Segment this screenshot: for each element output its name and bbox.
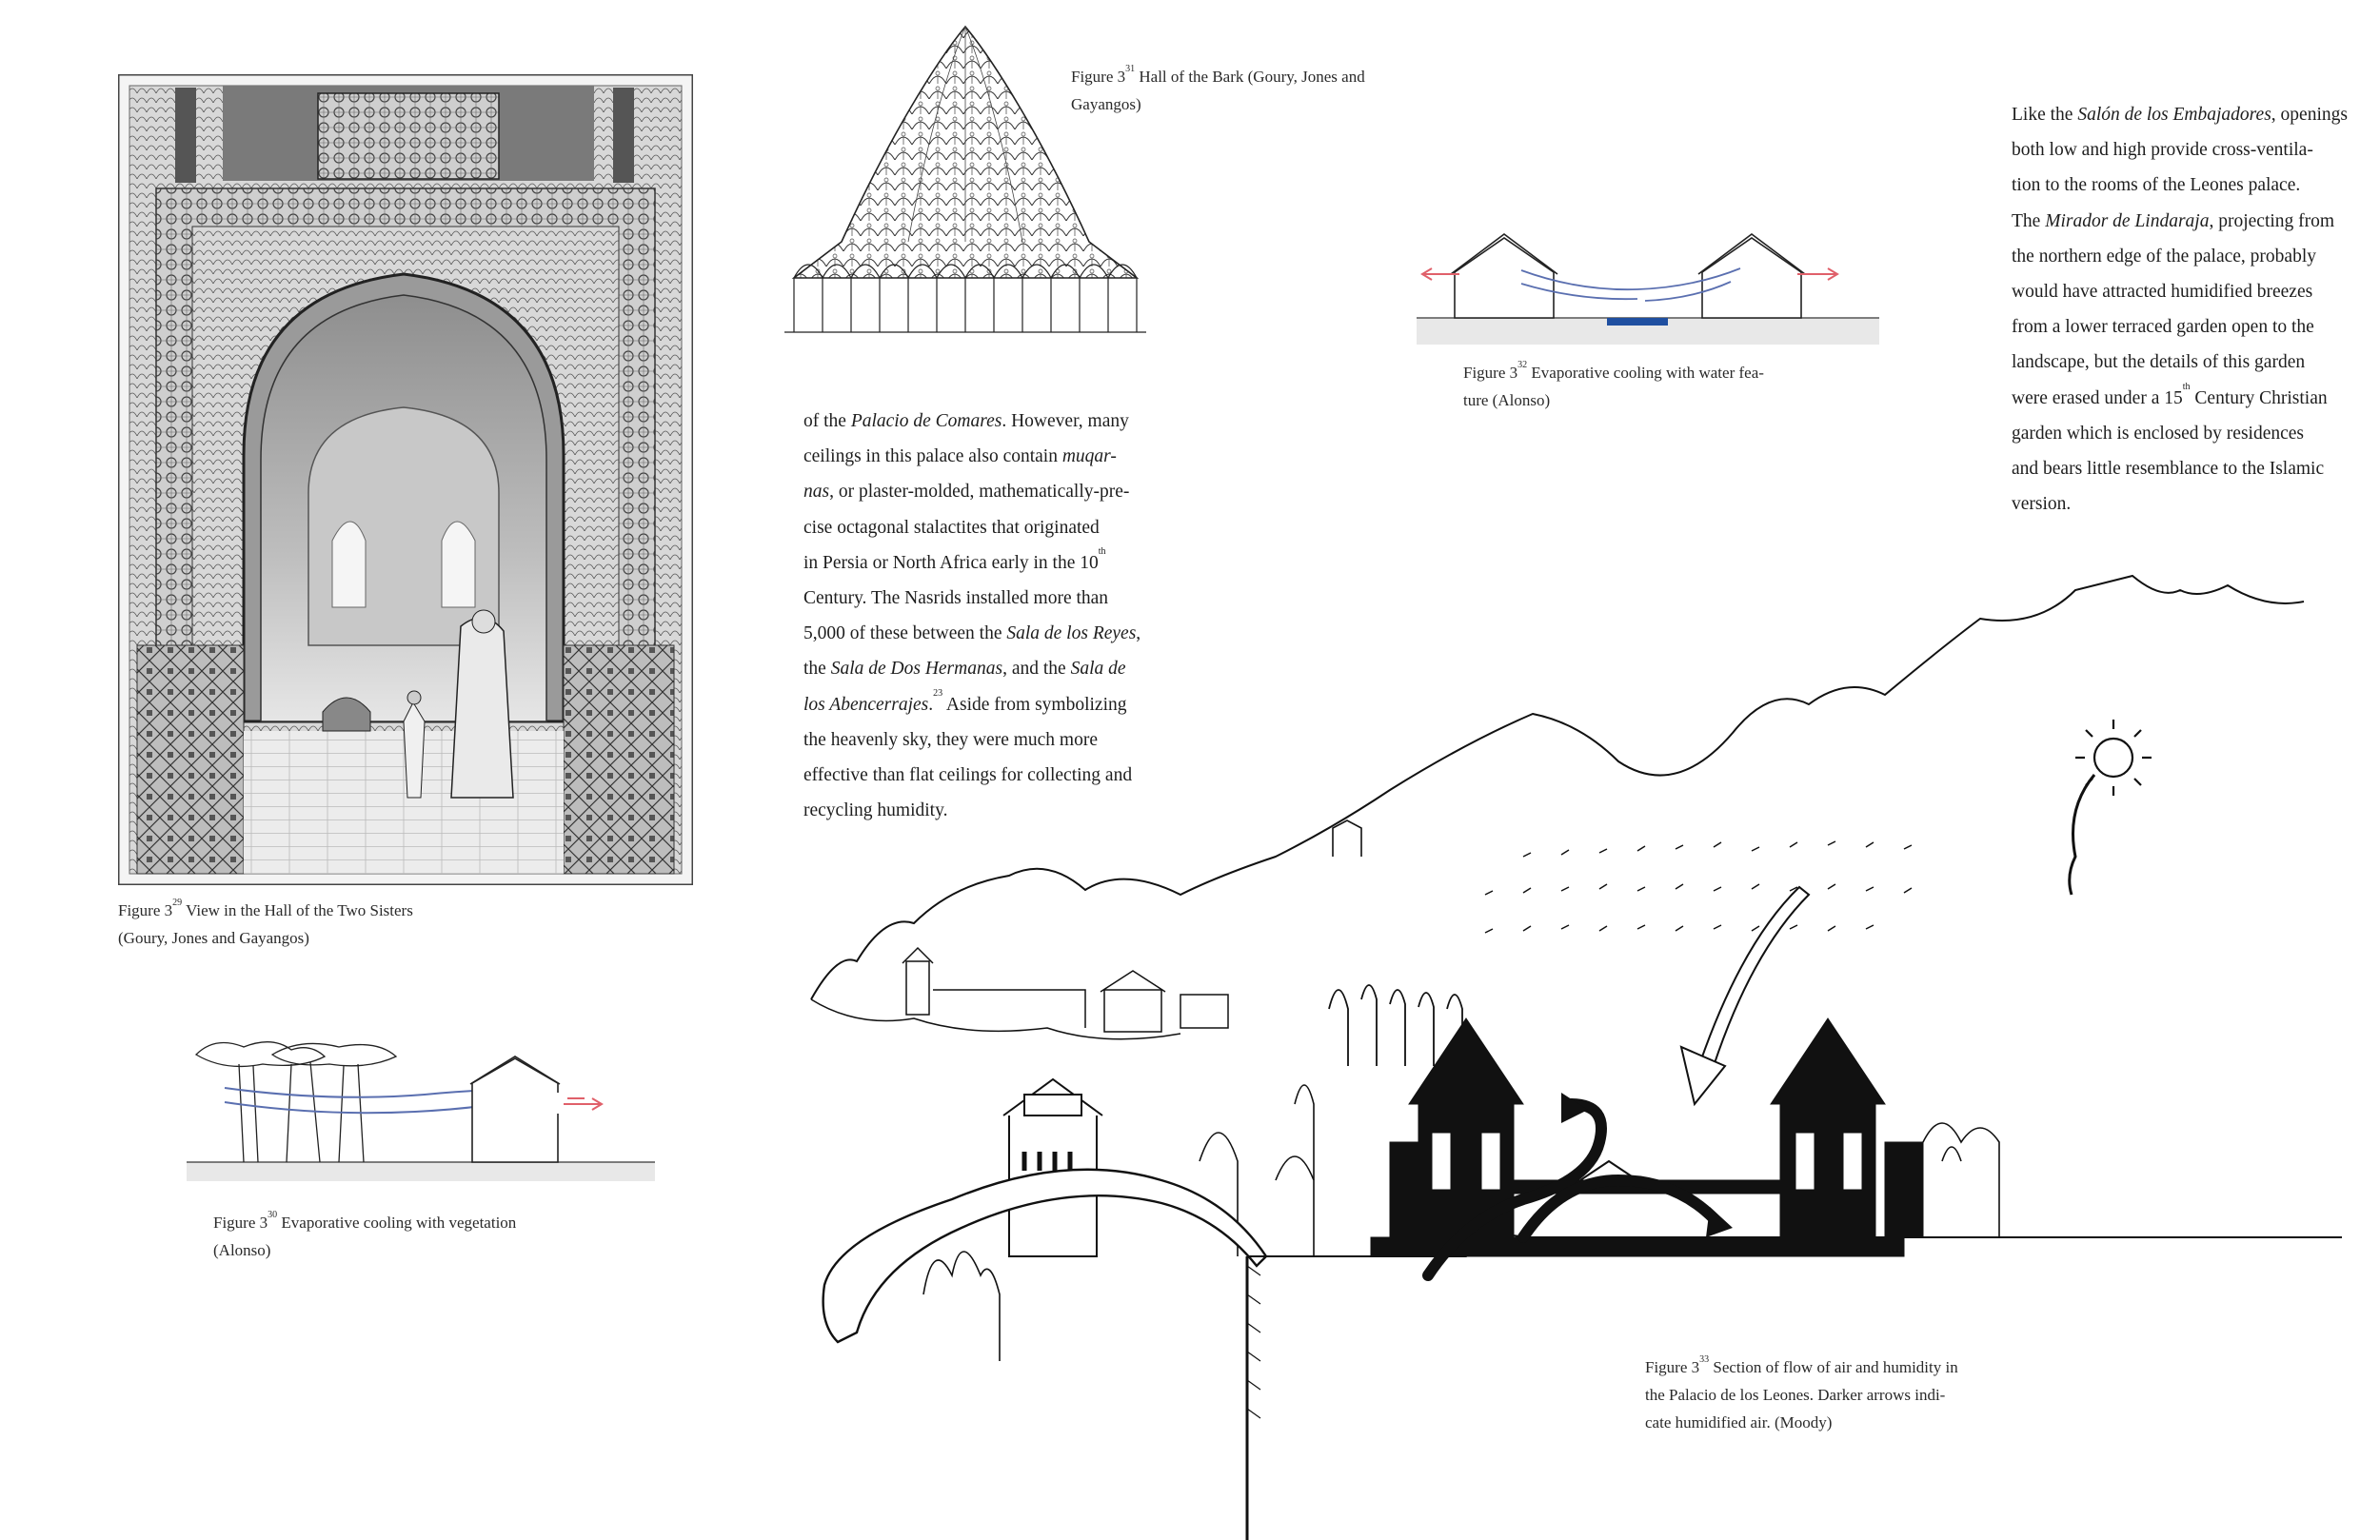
figure-31-caption: Figure 331 Hall of the Bark (Goury, Jone… [1071,64,1365,114]
figure-water-feature-cooling-diagram [1417,225,1879,360]
figure-hall-of-bark-muqarnas [775,23,1156,337]
figure-leones-palace-section-sketch [800,571,2342,1540]
body-text-muqarnas: of the Palacio de Comares. However, many… [803,411,1141,821]
figure-30-caption: Figure 330 Evaporative cooling with vege… [213,1210,517,1260]
sun-icon [2068,720,2152,896]
body-text-leones-palace: Like the Salón de los Embajadores, openi… [2012,105,2348,515]
figure-vegetation-cooling-diagram [187,1036,655,1190]
figure-32-caption: Figure 332 Evaporative cooling with wate… [1463,360,1764,410]
figure-29-caption: Figure 329 View in the Hall of the Two S… [118,898,413,948]
figure-hall-two-sisters-engraving [118,74,693,885]
figure-33-caption: Figure 333 Section of flow of air and hu… [1645,1354,1958,1432]
